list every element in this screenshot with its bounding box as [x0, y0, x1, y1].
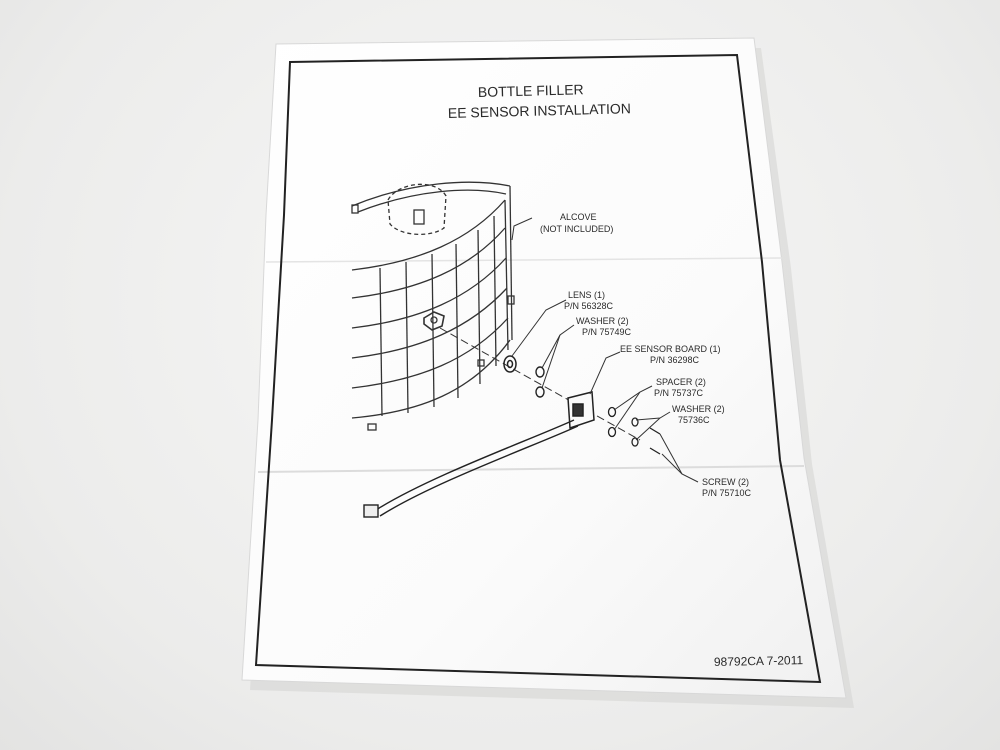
paper-fold-upper	[265, 257, 783, 263]
drawing-border	[254, 53, 822, 684]
svg-text:LENS (1): LENS (1)	[568, 290, 605, 300]
document-title-line1: BOTTLE FILLER	[478, 81, 584, 100]
alcove-illustration	[351, 181, 515, 431]
assembly-axis	[439, 327, 641, 441]
washer-parts	[535, 366, 545, 398]
svg-text:WASHER (2): WASHER (2)	[672, 404, 725, 414]
callout-washer-75736c: WASHER (2) 75736C	[672, 404, 725, 425]
svg-text:EE SENSOR BOARD (1): EE SENSOR BOARD (1)	[620, 344, 721, 354]
document-number: 98792CA 7-2011	[714, 653, 804, 669]
callout-lens: LENS (1) P/N 56328C	[564, 290, 614, 311]
callout-washer-75749c: WASHER (2) P/N 75749C	[576, 316, 632, 337]
callout-ee-sensor-board: EE SENSOR BOARD (1) P/N 36298C	[620, 344, 721, 365]
svg-text:WASHER (2): WASHER (2)	[576, 316, 629, 326]
callout-spacer: SPACER (2) P/N 75737C	[654, 377, 706, 398]
svg-text:P/N 75710C: P/N 75710C	[702, 488, 752, 498]
svg-text:ALCOVE: ALCOVE	[560, 212, 597, 222]
svg-text:P/N 75737C: P/N 75737C	[654, 388, 704, 398]
svg-text:SPACER (2): SPACER (2)	[656, 377, 706, 387]
callout-screw: SCREW (2) P/N 75710C	[702, 477, 752, 498]
paper-sheet	[241, 37, 847, 699]
lens-part	[503, 355, 517, 373]
sensor-board-part	[567, 391, 595, 430]
spacer-washer-screw-parts	[607, 406, 661, 455]
document-title-line2: EE SENSOR INSTALLATION	[448, 100, 631, 121]
svg-text:75736C: 75736C	[678, 415, 710, 425]
callout-alcove: ALCOVE (NOT INCLUDED)	[540, 212, 613, 234]
ribbon-cable	[363, 419, 579, 518]
leader-lines	[511, 217, 699, 483]
svg-text:(NOT INCLUDED): (NOT INCLUDED)	[540, 224, 613, 234]
svg-text:SCREW (2): SCREW (2)	[702, 477, 749, 487]
paper-fold-horizontal	[257, 465, 805, 473]
svg-text:P/N 75749C: P/N 75749C	[582, 327, 632, 337]
svg-text:P/N 36298C: P/N 36298C	[650, 355, 700, 365]
svg-text:P/N 56328C: P/N 56328C	[564, 301, 614, 311]
